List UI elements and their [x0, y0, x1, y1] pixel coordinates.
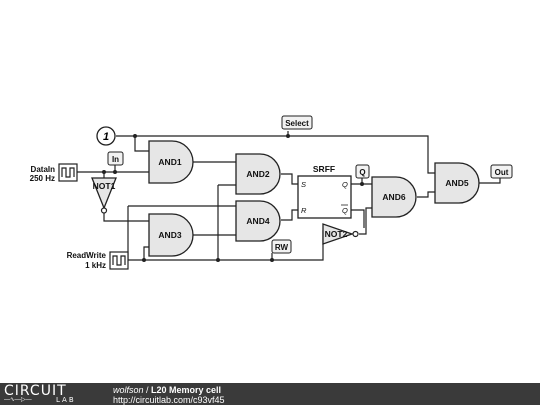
- tag-q-label: Q: [359, 168, 365, 177]
- gate-and6-label: AND6: [382, 192, 405, 202]
- circuit-url[interactable]: http://circuitlab.com/c93vf45: [113, 395, 225, 405]
- tag-out[interactable]: Out: [490, 164, 513, 179]
- gate-and1[interactable]: AND1: [148, 140, 194, 184]
- srff-pin-qbar: Q: [342, 206, 348, 215]
- tag-select-label: Select: [285, 119, 309, 128]
- logo-text-bottom: LAB: [56, 396, 76, 404]
- srff-pin-s: S: [301, 180, 306, 189]
- source-readwrite-name: ReadWrite: [67, 251, 107, 260]
- srff-name: SRFF: [313, 164, 335, 174]
- gate-and2[interactable]: AND2: [235, 153, 281, 195]
- gate-and3[interactable]: AND3: [148, 213, 194, 257]
- author-name[interactable]: wolfson: [113, 385, 144, 395]
- footer-bar: CIRCUIT —∿—▷— LAB wolfson / L20 Memory c…: [0, 383, 540, 405]
- gate-and3-label: AND3: [158, 230, 181, 240]
- source-readwrite[interactable]: ReadWrite 1 kHz: [67, 251, 129, 270]
- source-datain[interactable]: DataIn 250 Hz: [30, 163, 78, 183]
- gate-and5[interactable]: AND5: [434, 162, 480, 204]
- junction-dots: [102, 134, 364, 262]
- tag-q[interactable]: Q: [355, 164, 370, 179]
- credit-line: wolfson / L20 Memory cell: [113, 385, 221, 395]
- square-wave-icon: [112, 255, 126, 266]
- gate-not2-label: NOT2: [325, 229, 348, 239]
- logo-text-top: CIRCUIT: [4, 383, 67, 399]
- constant-value: 1: [103, 131, 109, 143]
- constant-source[interactable]: 1: [96, 126, 116, 146]
- source-datain-freq: 250 Hz: [30, 174, 55, 183]
- srff-pin-r: R: [301, 206, 307, 215]
- gate-not1[interactable]: NOT1: [91, 177, 117, 214]
- srff[interactable]: SRFF S R Q Q: [297, 164, 352, 219]
- gate-and5-label: AND5: [445, 178, 468, 188]
- source-readwrite-freq: 1 kHz: [85, 261, 106, 270]
- tag-select[interactable]: Select: [281, 115, 313, 130]
- gate-and2-label: AND2: [246, 169, 269, 179]
- source-datain-name: DataIn: [31, 165, 56, 174]
- credit-separator: /: [143, 385, 152, 395]
- tag-in-label: In: [112, 155, 119, 164]
- gate-not2[interactable]: NOT2: [322, 223, 359, 245]
- circuit-title: L20 Memory cell: [151, 385, 222, 395]
- gate-and1-label: AND1: [158, 157, 181, 167]
- gate-and4[interactable]: AND4: [235, 200, 281, 242]
- gate-not1-label: NOT1: [93, 181, 116, 191]
- circuitlab-logo[interactable]: CIRCUIT —∿—▷— LAB: [4, 384, 104, 404]
- tag-out-label: Out: [495, 168, 509, 177]
- gate-and4-label: AND4: [246, 216, 269, 226]
- tag-rw-label: RW: [275, 243, 289, 252]
- tag-rw[interactable]: RW: [271, 239, 292, 254]
- tag-in[interactable]: In: [107, 151, 124, 166]
- square-wave-icon: [61, 167, 75, 178]
- gate-and6[interactable]: AND6: [371, 176, 417, 218]
- srff-pin-q: Q: [342, 180, 348, 189]
- logo-wire-symbol-icon: —∿—▷—: [4, 397, 32, 403]
